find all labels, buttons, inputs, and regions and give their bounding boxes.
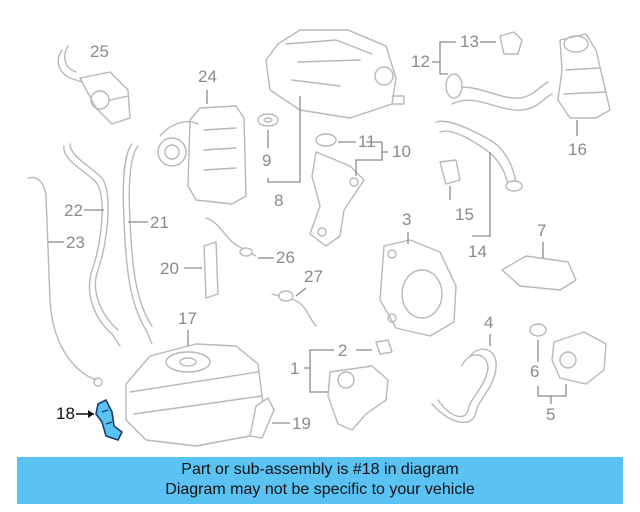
callout-25: 25 <box>90 42 109 61</box>
callout-19: 19 <box>292 414 311 433</box>
callout-3: 3 <box>402 210 411 229</box>
part-20-bracket <box>203 241 219 299</box>
part-18-highlighted-bracket <box>95 399 123 441</box>
callout-14: 14 <box>468 242 487 261</box>
callout-10: 10 <box>392 142 411 161</box>
part-3-plate <box>379 239 457 337</box>
part-10-bracket <box>309 133 365 247</box>
part-5-pump <box>529 323 607 385</box>
callout-27: 27 <box>304 267 323 286</box>
callout-23: 23 <box>66 233 85 252</box>
part-8-reservoir <box>265 29 405 119</box>
part-16-housing <box>557 33 611 119</box>
callout-8: 8 <box>274 191 283 210</box>
part-4-hose <box>431 348 497 424</box>
part-25-valve <box>57 45 131 125</box>
callout-16: 16 <box>568 140 587 159</box>
callout-7: 7 <box>537 221 546 240</box>
callout-6: 6 <box>530 362 539 381</box>
callout-18: 18 <box>56 404 75 423</box>
part-14-hose <box>435 120 523 192</box>
callout-22: 22 <box>64 201 83 220</box>
callout-9: 9 <box>262 151 271 170</box>
part-9-grommet <box>257 113 279 127</box>
callout-15: 15 <box>455 205 474 224</box>
part-7-bracket <box>501 255 577 291</box>
callout-24: 24 <box>198 67 217 86</box>
banner-line-1: Part or sub-assembly is #18 in diagram <box>181 461 459 478</box>
info-banner: Part or sub-assembly is #18 in diagram D… <box>17 457 623 504</box>
part-19-bracket <box>249 397 275 439</box>
callout-13: 13 <box>460 32 479 51</box>
callout-12: 12 <box>411 52 430 71</box>
part-26-sensor <box>205 217 257 257</box>
callout-21: 21 <box>150 213 169 232</box>
part-17-canister <box>125 343 265 447</box>
part-21-23-pipes <box>27 143 153 387</box>
callout-17: 17 <box>178 309 197 328</box>
banner-line-2: Diagram may not be specific to your vehi… <box>165 481 475 498</box>
part-24-pump <box>157 105 247 205</box>
callout-1: 1 <box>290 359 299 378</box>
callout-2: 2 <box>338 341 347 360</box>
part-12-hose <box>445 31 553 111</box>
callout-26: 26 <box>276 248 295 267</box>
callout-4: 4 <box>484 313 493 332</box>
callout-20: 20 <box>160 259 179 278</box>
part-1-valve <box>327 339 393 431</box>
callout-5: 5 <box>546 405 555 424</box>
part-27-sensor <box>271 290 317 327</box>
